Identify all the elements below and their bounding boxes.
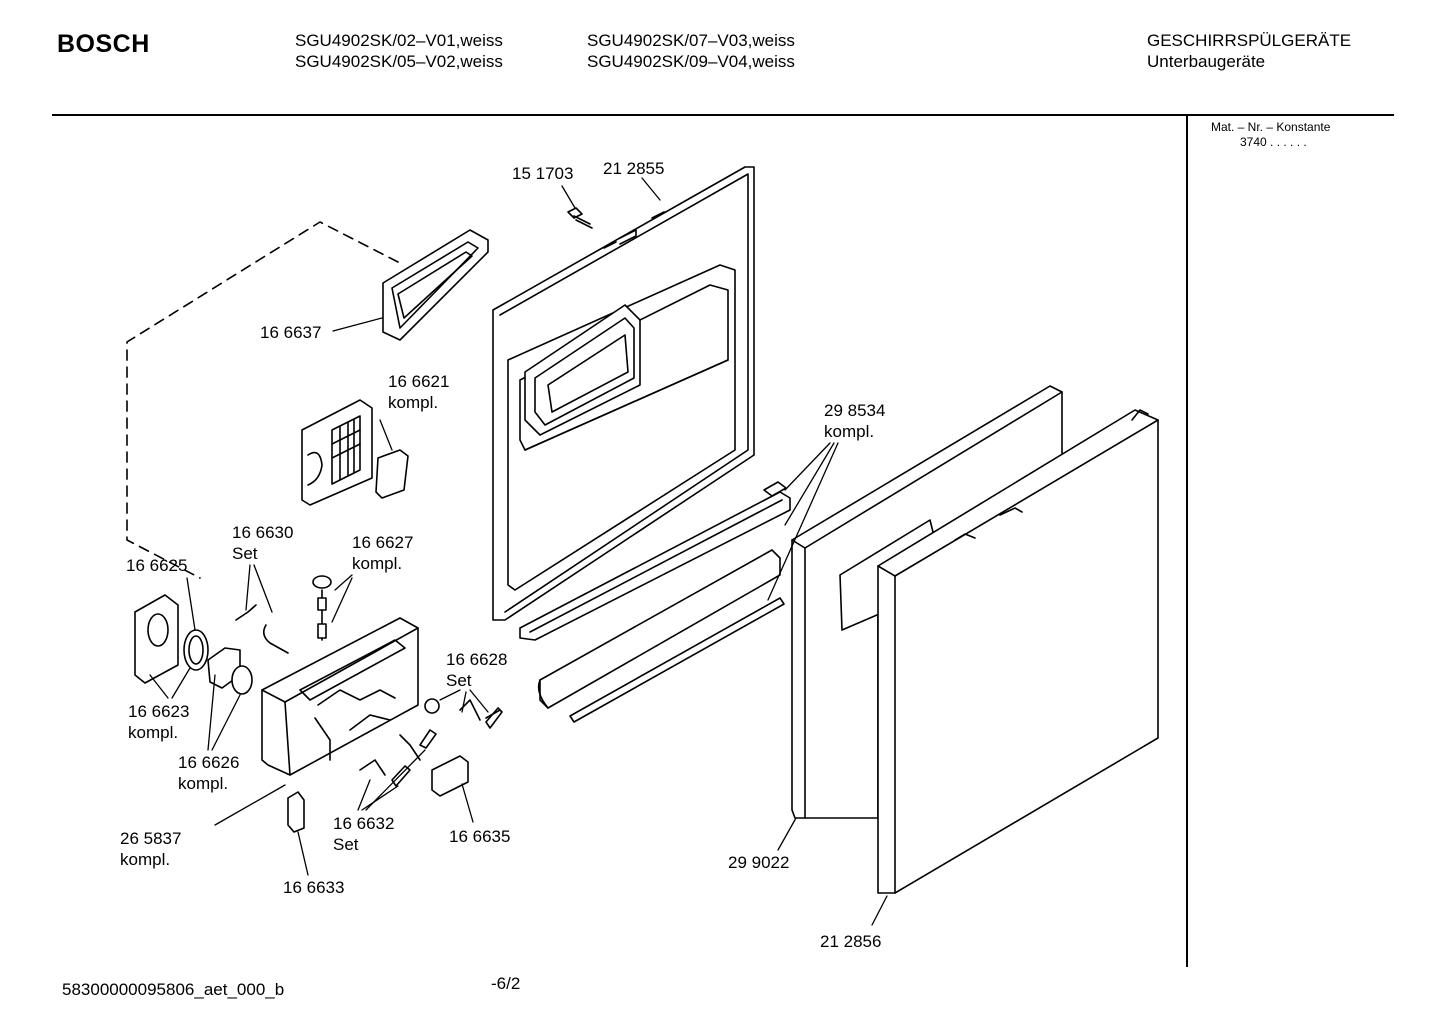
part-label-212855: 21 2855 [603,158,664,179]
part-number: 16 6626 [178,753,240,772]
part-label-166635: 16 6635 [449,826,510,847]
lower-strip [537,549,785,723]
part-number: 16 6635 [449,827,511,846]
part-suffix: kompl. [178,774,229,793]
part-label-151703: 15 1703 [512,163,573,184]
part-label-166628: 16 6628 Set [446,649,507,691]
brand-logo: BOSCH [57,30,150,58]
control-housing [261,617,419,776]
part-number: 29 8534 [824,401,886,420]
valve-part [312,575,332,641]
subcategory-title: Unterbaugeräte [1147,52,1266,71]
seal-frame [382,229,489,341]
float-cover [134,594,179,684]
mat-nr-label: Mat. – Nr. – Konstante [1211,120,1331,134]
part-number: 16 6623 [128,702,190,721]
header-divider [52,114,1394,116]
part-number: 29 9022 [728,853,790,872]
mat-nr-value: 3740 . . . . . . [1240,135,1307,149]
model-line: SGU4902SK/02–V01,weiss [295,31,503,50]
part-number: 16 6627 [352,533,414,552]
category-block: GESCHIRRSPÜLGERÄTE Unterbaugeräte [1147,30,1351,72]
part-suffix: kompl. [352,554,403,573]
part-suffix: kompl. [388,393,439,412]
clip-part [287,791,305,833]
model-line: SGU4902SK/09–V04,weiss [587,52,795,71]
part-label-166637: 16 6637 [260,322,321,343]
ball-part [424,698,440,714]
part-label-166626: 16 6626 kompl. [178,752,239,794]
part-label-166630: 16 6630 Set [232,522,293,564]
mat-nr-block: Mat. – Nr. – Konstante 3740 . . . . . . [1211,120,1330,150]
hinge-bar [519,481,791,641]
model-list-col2: SGU4902SK/07–V03,weiss SGU4902SK/09–V04,… [587,30,795,72]
part-suffix: kompl. [128,723,179,742]
part-label-265837: 26 5837 kompl. [120,828,181,870]
part-suffix: Set [446,671,472,690]
part-suffix: kompl. [824,422,875,441]
microswitch [431,755,469,797]
lever-part [235,604,289,654]
screw-part [567,207,593,229]
dispenser-lid [301,399,409,506]
part-label-166625: 16 6625 [126,555,187,576]
part-number: 21 2855 [603,159,665,178]
part-suffix: kompl. [120,850,171,869]
part-number: 16 6637 [260,323,322,342]
leader-lines [149,177,888,926]
spring-set [359,729,437,787]
part-number: 16 6630 [232,523,294,542]
category-title: GESCHIRRSPÜLGERÄTE [1147,31,1352,50]
part-label-212856: 21 2856 [820,931,881,952]
side-divider [1186,116,1188,967]
inner-door-panel [492,166,755,621]
document-id: 58300000095806_aet_000_b [62,980,285,999]
part-label-298534: 29 8534 kompl. [824,400,885,442]
part-suffix: Set [232,544,258,563]
nozzle-part [207,647,253,695]
part-number: 16 6628 [446,650,508,669]
model-list-col1: SGU4902SK/02–V01,weiss SGU4902SK/05–V02,… [295,30,503,72]
part-number: 15 1703 [512,164,574,183]
part-number: 16 6633 [283,878,345,897]
model-line: SGU4902SK/05–V02,weiss [295,52,503,71]
page-number: -6/2 [491,974,521,993]
model-line: SGU4902SK/07–V03,weiss [587,31,795,50]
seal-ring [183,629,209,671]
part-number: 26 5837 [120,829,182,848]
part-number: 21 2856 [820,932,882,951]
part-number: 16 6625 [126,556,188,575]
part-label-166621: 16 6621 kompl. [388,371,449,413]
decor-panel [877,409,1159,894]
part-label-166623: 16 6623 kompl. [128,701,189,743]
part-label-166632: 16 6632 Set [333,813,394,855]
part-label-299022: 29 9022 [728,852,789,873]
part-number: 16 6621 [388,372,450,391]
part-number: 16 6632 [333,814,395,833]
part-label-166627: 16 6627 kompl. [352,532,413,574]
part-label-166633: 16 6633 [283,877,344,898]
assembly-dashed-outline [126,221,399,579]
part-suffix: Set [333,835,359,854]
